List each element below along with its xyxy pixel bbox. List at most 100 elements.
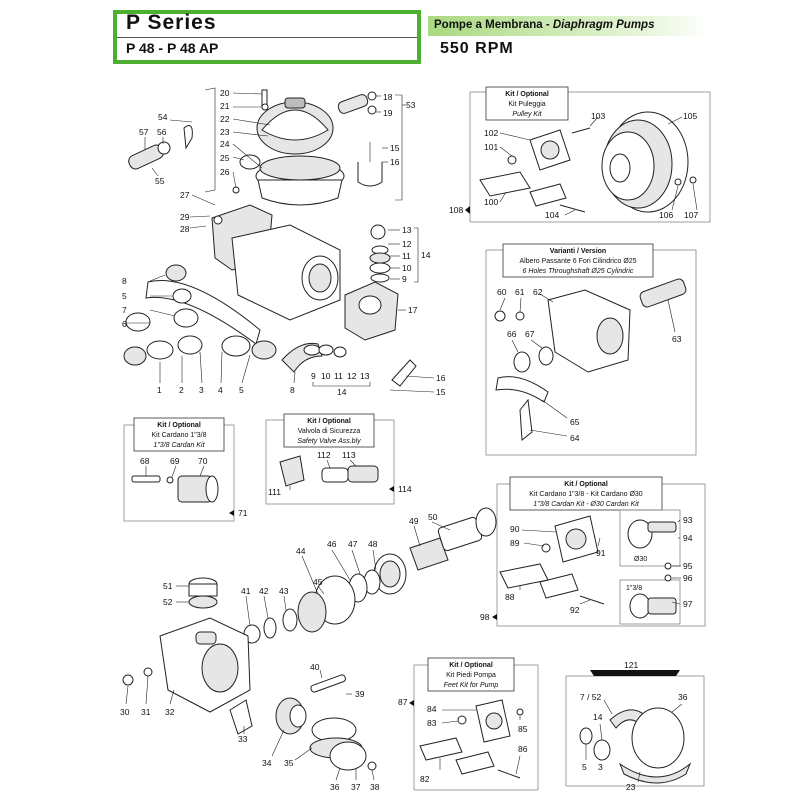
label-38: 38 xyxy=(370,782,380,792)
label-8a: 8 xyxy=(122,276,127,286)
pump-type-band xyxy=(428,16,708,36)
label-26: 26 xyxy=(220,167,230,177)
label-63: 63 xyxy=(672,334,682,344)
clip xyxy=(357,162,383,187)
label-103: 103 xyxy=(591,111,605,121)
label-90: 90 xyxy=(510,524,520,534)
throughshaft xyxy=(639,278,687,308)
label-84: 84 xyxy=(427,704,437,714)
label-53: 53 xyxy=(406,100,416,110)
label-113: 113 xyxy=(342,450,356,460)
label-60: 60 xyxy=(497,287,507,297)
repair-kit-number: 121 xyxy=(624,660,638,670)
label-51: 51 xyxy=(163,581,173,591)
label-28: 28 xyxy=(180,224,190,234)
feet-kit-heading: Kit / Optional xyxy=(449,662,493,669)
version-heading: Varianti / Version xyxy=(550,248,606,255)
label-36b: 36 xyxy=(678,692,688,702)
safety-valve-en: Safety Valve Ass.bly xyxy=(297,438,361,445)
label-5a: 5 xyxy=(122,291,127,301)
pressure-fitting xyxy=(337,94,369,114)
label-20: 20 xyxy=(220,88,230,98)
cardan-kit-right-it: Kit Cardano 1"3/8 - Kit Cardano Ø30 xyxy=(529,491,642,498)
cardan-kit-right-box xyxy=(509,476,663,511)
group-bracket-53 xyxy=(395,94,403,201)
valve-body xyxy=(347,465,379,483)
version-box xyxy=(502,243,654,278)
label-18: 18 xyxy=(383,92,393,102)
feet-kit-en: Feet Kit for Pump xyxy=(444,682,499,689)
label-13b: 13 xyxy=(360,371,370,381)
label-92: 92 xyxy=(570,605,580,615)
pulley-kit: Kit / Optional Kit Puleggia Pulley Kit 1… xyxy=(449,86,711,223)
label-111: 111 xyxy=(268,487,281,497)
safety-valve-box xyxy=(283,413,375,448)
label-91: 91 xyxy=(596,548,606,558)
label-34: 34 xyxy=(262,758,272,768)
feet-kit-it: Kit Piedi Pompa xyxy=(446,672,496,679)
label-15a: 15 xyxy=(390,143,400,153)
label-87: 87 xyxy=(398,697,408,707)
series-title: P Series xyxy=(126,11,217,34)
label-19: 19 xyxy=(383,108,393,118)
label-47: 47 xyxy=(348,539,358,549)
model-name: P 48 - P 48 AP xyxy=(126,40,219,56)
cardan-kit-right: Kit / Optional Kit Cardano 1"3/8 - Kit C… xyxy=(480,476,706,627)
version-it: Albero Passante 6 Fori Cilindrico Ø25 xyxy=(519,258,636,265)
label-36a: 36 xyxy=(330,782,340,792)
label-21: 21 xyxy=(220,101,230,111)
cardan-kit-left: Kit / Optional Kit Cardano 1"3/8 1"3/8 C… xyxy=(123,417,248,522)
cardan-kit-it: Kit Cardano 1"3/8 xyxy=(151,432,206,439)
label-105: 105 xyxy=(683,111,697,121)
label-2: 2 xyxy=(179,385,184,395)
cardan-kit-heading: Kit / Optional xyxy=(157,422,201,429)
label-40: 40 xyxy=(310,662,320,672)
label-86: 86 xyxy=(518,744,528,754)
label-67: 67 xyxy=(525,329,535,339)
label-29: 29 xyxy=(180,212,190,222)
label-23: 23 xyxy=(220,127,230,137)
pulley-kit-it: Kit Puleggia xyxy=(508,101,545,108)
label-25: 25 xyxy=(220,153,230,163)
label-83: 83 xyxy=(427,718,437,728)
label-35: 35 xyxy=(284,758,294,768)
label-16a: 16 xyxy=(390,157,400,167)
label-107: 107 xyxy=(684,210,698,220)
label-3: 3 xyxy=(199,385,204,395)
title-divider xyxy=(117,37,417,38)
label-54: 54 xyxy=(158,112,168,122)
label-10a: 10 xyxy=(402,263,412,273)
safety-valve-heading: Kit / Optional xyxy=(307,418,351,425)
pulley-kit-heading: Kit / Optional xyxy=(505,91,549,98)
pump-type: Pompe a Membrana - Diaphragm Pumps xyxy=(434,19,654,31)
label-104: 104 xyxy=(545,210,559,220)
label-9a: 9 xyxy=(402,274,407,284)
label-8b: 8 xyxy=(290,385,295,395)
valve-tee xyxy=(279,455,305,487)
label-16b: 16 xyxy=(436,373,446,383)
label-7-52: 7 / 52 xyxy=(580,692,602,702)
label-3c: 3 xyxy=(598,762,603,772)
label-49: 49 xyxy=(409,516,419,526)
safety-valve-it: Valvola di Sicurezza xyxy=(298,428,361,435)
label-22: 22 xyxy=(220,114,230,124)
feet-kit: Kit / Optional Kit Piedi Pompa Feet Kit … xyxy=(398,657,539,791)
label-52: 52 xyxy=(163,597,173,607)
label-6a: 6 xyxy=(122,319,127,329)
label-56: 56 xyxy=(157,127,167,137)
label-94: 94 xyxy=(683,533,693,543)
oil-cap xyxy=(188,595,218,609)
label-14b: 14 xyxy=(337,387,347,397)
label-32: 32 xyxy=(165,707,175,717)
label-7a: 7 xyxy=(122,305,127,315)
label-106: 106 xyxy=(659,210,673,220)
label-9b: 9 xyxy=(311,371,316,381)
label-30: 30 xyxy=(120,707,130,717)
label-57: 57 xyxy=(139,127,149,137)
pump-type-it: Pompe a Membrana - xyxy=(434,19,553,31)
label-96: 96 xyxy=(683,573,693,583)
label-5b: 5 xyxy=(239,385,244,395)
label-31: 31 xyxy=(141,707,151,717)
label-23c: 23 xyxy=(626,782,636,792)
